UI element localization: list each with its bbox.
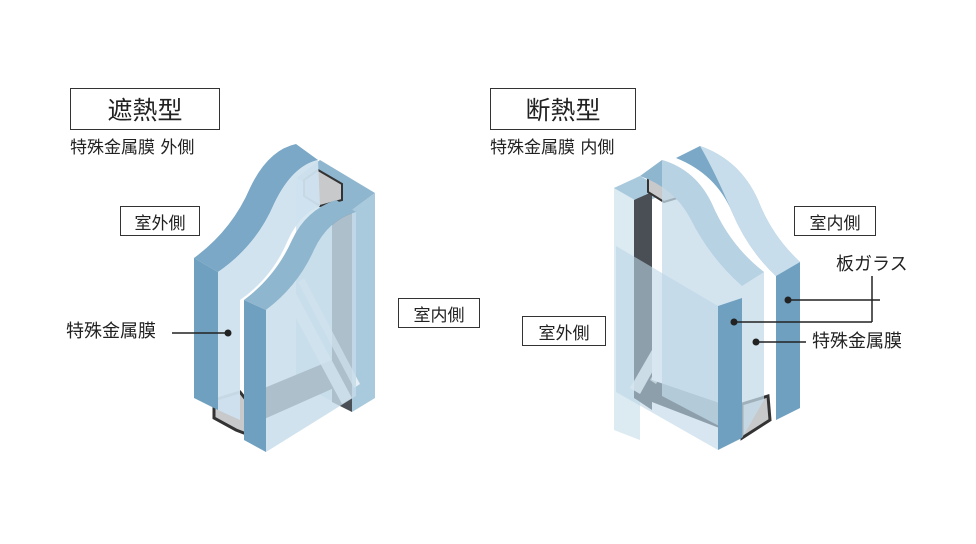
right-subtitle: 特殊金属膜 内側 bbox=[490, 140, 614, 157]
left-indoor-label: 室内側 bbox=[398, 298, 480, 328]
left-indoor-label-text: 室内側 bbox=[414, 301, 465, 326]
right-film-dot bbox=[753, 339, 760, 346]
right-indoor-label-text: 室内側 bbox=[810, 209, 861, 234]
left-film-label: 特殊金属膜 bbox=[66, 323, 156, 341]
left-outdoor-label: 室外側 bbox=[120, 206, 200, 236]
right-title: 断熱型 bbox=[490, 88, 636, 130]
left-film-dot bbox=[225, 330, 232, 337]
right-glass-dot-2 bbox=[731, 319, 738, 326]
right-glass-label: 板ガラス bbox=[836, 256, 908, 274]
left-title: 遮熱型 bbox=[70, 88, 220, 130]
right-film-label: 特殊金属膜 bbox=[812, 333, 902, 351]
left-outdoor-label-text: 室外側 bbox=[135, 209, 186, 234]
right-film-pane-edge bbox=[718, 298, 742, 450]
right-indoor-label: 室内側 bbox=[794, 206, 876, 236]
left-title-text: 遮熱型 bbox=[107, 91, 182, 127]
right-outdoor-label: 室外側 bbox=[522, 316, 606, 346]
left-glass-unit bbox=[172, 144, 375, 452]
right-front-pane-edge bbox=[776, 262, 800, 420]
left-mid-pane-edge bbox=[244, 300, 266, 452]
left-subtitle: 特殊金属膜 外側 bbox=[70, 140, 194, 157]
left-front-pane-edge bbox=[194, 258, 218, 410]
right-title-text: 断熱型 bbox=[525, 91, 600, 127]
right-glass-unit bbox=[614, 146, 880, 450]
right-outdoor-label-text: 室外側 bbox=[539, 319, 590, 344]
right-glass-dot-1 bbox=[785, 297, 792, 304]
